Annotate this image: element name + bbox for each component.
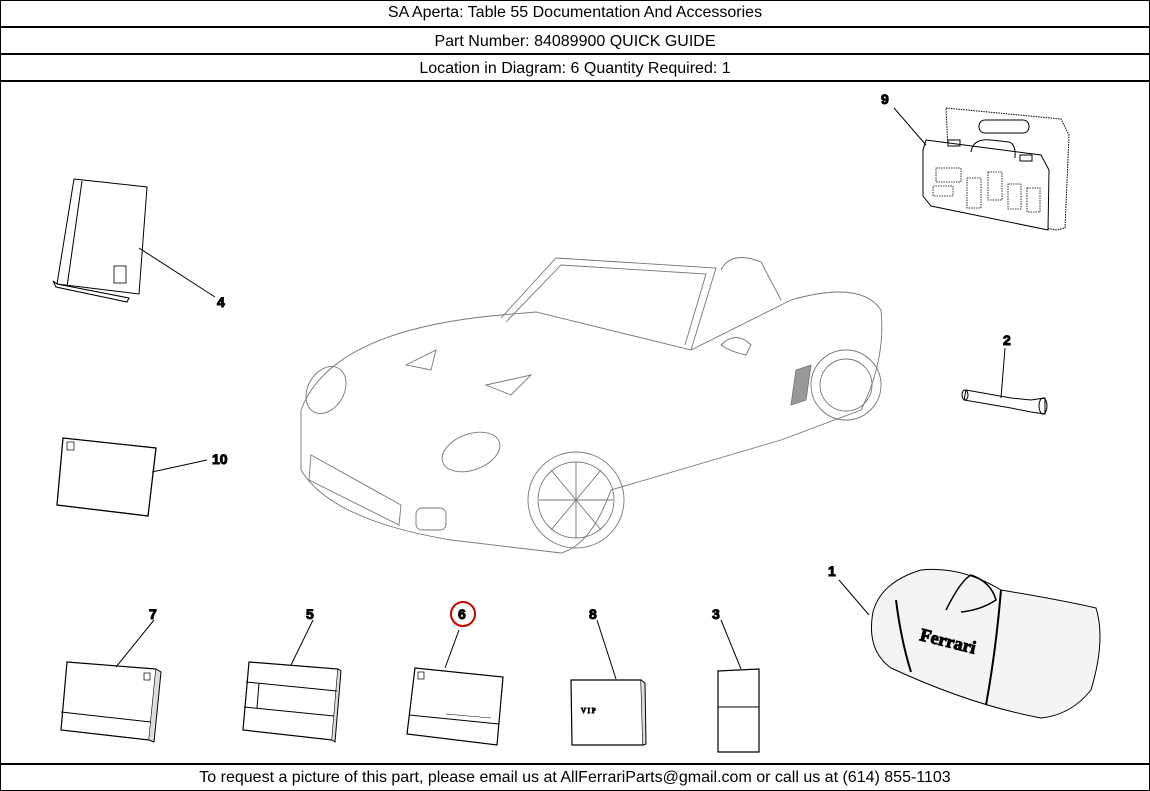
callout-5[interactable]: 5: [306, 606, 315, 623]
callout-7[interactable]: 7: [149, 606, 158, 623]
item-9-care-kit[interactable]: [893, 107, 1070, 231]
parts-diagram: 4 10 9: [1, 82, 1149, 762]
callout-4[interactable]: 4: [217, 294, 226, 311]
item-2-flashlight[interactable]: [961, 347, 1048, 415]
item-6-quick-guide[interactable]: [406, 629, 504, 746]
item-7-booklet[interactable]: [60, 619, 162, 743]
callout-10[interactable]: 10: [212, 451, 229, 468]
callout-3[interactable]: 3: [712, 606, 721, 623]
diagram-svg: 4 10 9: [52, 91, 1101, 753]
location-quantity: Location in Diagram: 6 Quantity Required…: [1, 55, 1149, 82]
callout-6[interactable]: 6: [458, 606, 467, 623]
callout-8[interactable]: 8: [589, 606, 598, 623]
part-number: Part Number: 84089900 QUICK GUIDE: [1, 28, 1149, 55]
callout-2[interactable]: 2: [1003, 332, 1012, 349]
page-title: SA Aperta: Table 55 Documentation And Ac…: [1, 0, 1149, 28]
item-3-leaflet[interactable]: [717, 619, 760, 753]
highlight-ring: [450, 601, 476, 627]
item-5-booklet[interactable]: [242, 619, 342, 743]
item-1-car-cover-bag[interactable]: [838, 568, 1101, 719]
item-8-vip-booklet[interactable]: [570, 619, 647, 746]
callout-1[interactable]: 1: [828, 563, 837, 580]
footer-contact: To request a picture of this part, pleas…: [1, 763, 1149, 791]
callout-9[interactable]: 9: [881, 91, 890, 108]
item-10-card[interactable]: [56, 437, 208, 517]
car-illustration: [300, 257, 883, 554]
item-4-manual-wallet[interactable]: [52, 178, 216, 303]
vip-text: V I P: [581, 707, 596, 715]
